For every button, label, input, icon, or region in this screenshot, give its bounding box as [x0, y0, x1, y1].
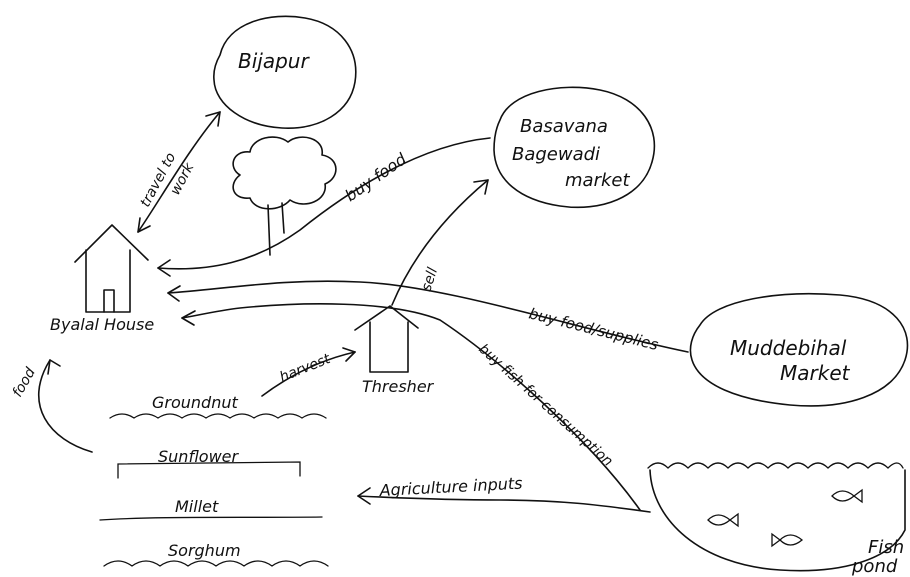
- fish-icon: [831, 488, 863, 504]
- crop-groundnut: Groundnut: [152, 393, 238, 412]
- fish-icon: [771, 532, 804, 548]
- harvest-arrow: [261, 347, 356, 397]
- sell-label: sell: [419, 266, 442, 294]
- travel-to-work-arrow: [137, 111, 221, 233]
- muddebihal-label-line2: Market: [780, 361, 851, 385]
- fish-icon: [707, 512, 739, 528]
- basavana-label-line3: market: [565, 170, 630, 191]
- crop-millet: Millet: [175, 497, 219, 516]
- basavana-label-line1: Basavana: [520, 116, 608, 137]
- fish-pond-label-line1: Fish: [868, 537, 904, 558]
- crop-sunflower: Sunflower: [158, 447, 239, 466]
- thresher-label: Thresher: [362, 377, 435, 396]
- tree-icon: [232, 136, 337, 256]
- house-label: Byalal House: [50, 315, 154, 334]
- fish-pond-label-line2: pond: [851, 556, 898, 577]
- groundnut-row: [109, 413, 327, 419]
- millet-row: [99, 516, 323, 521]
- sorghum-row: [103, 560, 329, 567]
- pond-water-line: [647, 462, 904, 469]
- thresher-shed-icon: [354, 305, 419, 373]
- muddebihal-circle: [689, 292, 909, 407]
- sell-arrow: [391, 179, 489, 306]
- bijapur-circle: [213, 15, 357, 129]
- agriculture-inputs-label: Agriculture inputs: [378, 474, 523, 501]
- sunflower-row: [117, 461, 301, 479]
- food-arrow: [38, 359, 93, 453]
- buy-fish-arrow: [181, 303, 641, 511]
- buy-food-supplies-arrow: [167, 280, 689, 353]
- bijapur-label: Bijapur: [238, 49, 310, 73]
- buy-food-arrow: [157, 137, 491, 277]
- agriculture-inputs-arrow: [357, 487, 651, 513]
- crop-sorghum: Sorghum: [168, 541, 241, 560]
- fish-pond-outline: [649, 469, 906, 572]
- muddebihal-label-line1: Muddebihal: [730, 336, 847, 360]
- food-label: food: [10, 365, 39, 400]
- basavana-circle: [493, 86, 656, 209]
- basavana-label-line2: Bagewadi: [512, 144, 600, 165]
- house-icon: [74, 224, 149, 313]
- harvest-label: harvest: [278, 351, 334, 386]
- buy-food-label: buy food: [341, 149, 410, 205]
- buy-fish-label: buy fish for consumption: [475, 341, 615, 470]
- buy-food-supplies-label: buy food/supplies: [527, 304, 660, 354]
